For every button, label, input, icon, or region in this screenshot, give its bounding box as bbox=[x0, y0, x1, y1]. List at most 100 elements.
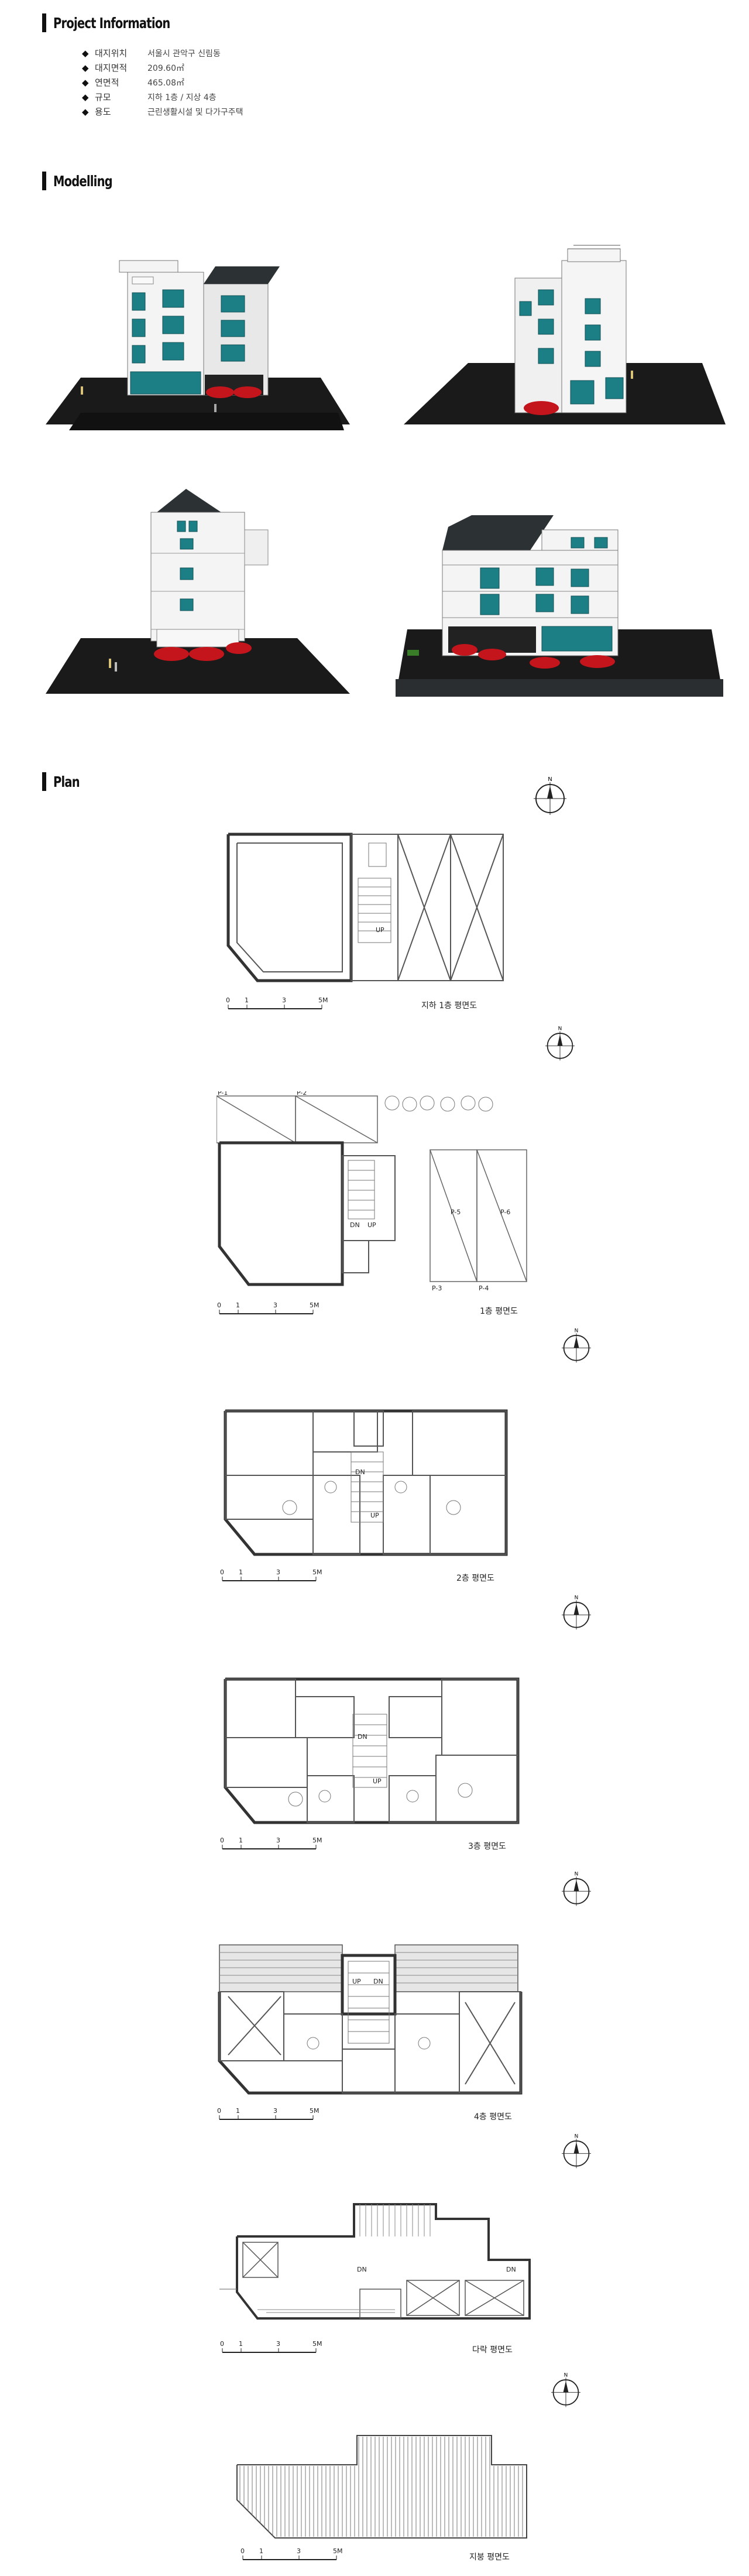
svg-text:P-4: P-4 bbox=[479, 1284, 489, 1292]
plan-floor-4: UP DN 0 1 3 5M 4층 평면도 bbox=[217, 1944, 523, 2122]
section-heading: Project Information bbox=[53, 14, 170, 32]
north-compass-icon: N bbox=[562, 2134, 591, 2169]
plan-floor-2: DN UP 0 1 3 5M 2층 평면도 bbox=[220, 1409, 508, 1583]
plan-title-3f: 3층 평면도 bbox=[468, 1842, 506, 1851]
info-row-site: ◆ 대지위치 서울시 관악구 신림동 bbox=[82, 46, 243, 60]
svg-text:3: 3 bbox=[273, 2107, 277, 2115]
north-compass-icon: N bbox=[562, 1872, 591, 1906]
svg-text:UP: UP bbox=[352, 1978, 361, 1985]
project-info-list: ◆ 대지위치 서울시 관악구 신림동 ◆ 대지면적 209.60㎡ ◆ 연면적 … bbox=[82, 46, 243, 119]
north-compass-icon: N bbox=[562, 1328, 591, 1363]
svg-text:N: N bbox=[558, 1026, 562, 1032]
plan-title-b1: 지하 1층 평면도 bbox=[421, 1001, 477, 1010]
model-view-side bbox=[46, 489, 350, 694]
svg-text:0: 0 bbox=[217, 1301, 221, 1309]
svg-text:0: 0 bbox=[220, 1568, 224, 1576]
svg-text:DN: DN bbox=[358, 1733, 367, 1741]
svg-text:P-3: P-3 bbox=[432, 1284, 442, 1292]
model-view-perspective bbox=[396, 515, 723, 697]
svg-text:3: 3 bbox=[297, 2547, 301, 2555]
svg-text:DN: DN bbox=[506, 2266, 516, 2273]
diamond-bullet-icon: ◆ bbox=[82, 77, 89, 88]
svg-text:UP: UP bbox=[373, 1777, 382, 1785]
svg-text:1: 1 bbox=[236, 1301, 240, 1309]
svg-text:3: 3 bbox=[276, 1837, 280, 1844]
svg-text:P-5: P-5 bbox=[451, 1208, 461, 1216]
svg-text:3: 3 bbox=[282, 996, 286, 1004]
diamond-bullet-icon: ◆ bbox=[82, 91, 89, 102]
svg-text:5M: 5M bbox=[312, 1837, 322, 1844]
svg-text:N: N bbox=[548, 776, 552, 783]
model-view-rear-right bbox=[404, 245, 726, 424]
diamond-bullet-icon: ◆ bbox=[82, 47, 89, 59]
svg-text:1: 1 bbox=[245, 996, 249, 1004]
svg-text:N: N bbox=[575, 2134, 579, 2140]
svg-text:3: 3 bbox=[273, 1301, 277, 1309]
plan-roof: 0 1 3 5M 지붕 평면도 bbox=[236, 2435, 527, 2562]
svg-text:DN: DN bbox=[357, 2266, 367, 2273]
plan-floor-3: DN UP 0 1 3 5M 3층 평면도 bbox=[220, 1677, 520, 1851]
info-row-use: ◆ 용도 근린생활시설 및 다가구주택 bbox=[82, 104, 243, 119]
section-bar bbox=[42, 13, 46, 32]
svg-text:UP: UP bbox=[376, 926, 384, 934]
svg-text:0: 0 bbox=[220, 1837, 224, 1844]
svg-text:N: N bbox=[575, 1872, 579, 1878]
info-label: 대지위치 bbox=[95, 48, 128, 59]
svg-text:0: 0 bbox=[220, 2340, 224, 2348]
north-compass-icon: N bbox=[562, 1595, 591, 1630]
svg-text:0: 0 bbox=[226, 996, 230, 1004]
north-compass-icon: N bbox=[534, 776, 566, 815]
svg-text:DN: DN bbox=[373, 1978, 383, 1985]
info-label: 규모 bbox=[95, 92, 111, 102]
svg-text:P-1: P-1 bbox=[218, 1091, 228, 1097]
svg-text:5M: 5M bbox=[312, 1568, 322, 1576]
svg-text:1: 1 bbox=[236, 2107, 240, 2115]
svg-text:5M: 5M bbox=[333, 2547, 343, 2555]
svg-text:DN: DN bbox=[350, 1221, 360, 1229]
svg-text:1: 1 bbox=[239, 2340, 243, 2348]
info-row-scale: ◆ 규모 지하 1층 / 지상 4층 bbox=[82, 90, 243, 104]
plan-floor-1: P-1 P-2 P-3 P-4 P-5 P-6 DN UP 0 1 3 5M 1… bbox=[217, 1091, 527, 1316]
info-row-site-area: ◆ 대지면적 209.60㎡ bbox=[82, 60, 243, 75]
svg-text:P-6: P-6 bbox=[500, 1208, 510, 1216]
model-view-front-left bbox=[46, 260, 350, 430]
svg-text:0: 0 bbox=[240, 2547, 245, 2555]
svg-text:3: 3 bbox=[276, 2340, 280, 2348]
info-row-floor-area: ◆ 연면적 465.08㎡ bbox=[82, 75, 243, 90]
svg-text:5M: 5M bbox=[318, 996, 328, 1004]
section-title-plan: Plan bbox=[42, 772, 87, 792]
diamond-bullet-icon: ◆ bbox=[82, 106, 89, 117]
section-bar bbox=[42, 172, 46, 190]
plan-title-4f: 4층 평면도 bbox=[474, 2112, 512, 2122]
plan-attic: DN DN 0 1 3 5M 다락 평면도 bbox=[219, 2203, 531, 2355]
info-label: 대지면적 bbox=[95, 63, 128, 73]
plan-title-roof: 지붕 평면도 bbox=[469, 2553, 510, 2562]
svg-text:DN: DN bbox=[355, 1468, 365, 1476]
plan-title-2f: 2층 평면도 bbox=[456, 1574, 494, 1583]
svg-text:5M: 5M bbox=[310, 2107, 319, 2115]
plan-basement-1: UP 0 1 3 5M 지하 1층 평면도 bbox=[226, 833, 504, 1010]
section-heading: Plan bbox=[53, 773, 80, 790]
diamond-bullet-icon: ◆ bbox=[82, 62, 89, 73]
info-value: 근린생활시설 및 다가구주택 bbox=[147, 107, 243, 117]
svg-text:UP: UP bbox=[367, 1221, 376, 1229]
svg-text:N: N bbox=[575, 1595, 579, 1601]
svg-text:P-2: P-2 bbox=[297, 1091, 307, 1097]
svg-text:3: 3 bbox=[276, 1568, 280, 1576]
info-value: 465.08㎡ bbox=[147, 78, 184, 88]
info-value: 209.60㎡ bbox=[147, 63, 184, 73]
svg-text:1: 1 bbox=[239, 1837, 243, 1844]
svg-text:1: 1 bbox=[239, 1568, 243, 1576]
svg-text:UP: UP bbox=[370, 1512, 379, 1519]
svg-text:5M: 5M bbox=[312, 2340, 322, 2348]
info-label: 연면적 bbox=[95, 77, 119, 88]
section-title-modelling: Modelling bbox=[42, 171, 129, 191]
svg-text:5M: 5M bbox=[310, 1301, 319, 1309]
svg-text:1: 1 bbox=[259, 2547, 263, 2555]
svg-text:N: N bbox=[564, 2373, 568, 2379]
plan-title-attic: 다락 평면도 bbox=[472, 2345, 513, 2355]
section-heading: Modelling bbox=[53, 172, 113, 190]
svg-text:0: 0 bbox=[217, 2107, 221, 2115]
section-title-project-information: Project Information bbox=[42, 13, 203, 33]
north-compass-icon: N bbox=[545, 1026, 575, 1061]
